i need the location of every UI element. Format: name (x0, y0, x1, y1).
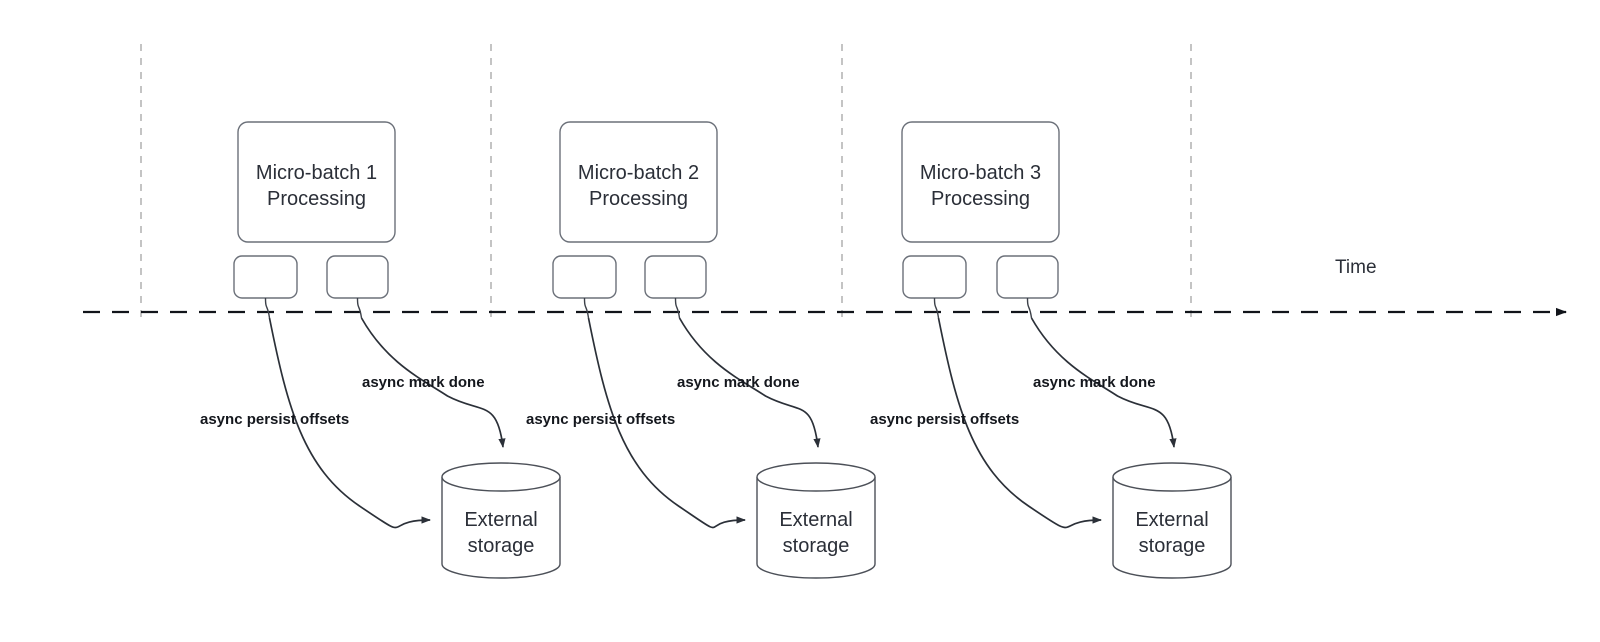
micro-batch-title: Micro-batch 1 (256, 162, 377, 184)
external-storage-cylinder-top (1112, 462, 1232, 492)
task-stem-task-mark (356, 297, 363, 319)
external-storage-cylinder-body[interactable] (756, 477, 876, 579)
task-stem-task-persist (933, 297, 940, 319)
time-axis: Time (83, 257, 1567, 317)
batch-boundaries (140, 44, 1192, 322)
external-storage-label-line2: storage (783, 535, 850, 557)
micro-batch-subtitle: Processing (589, 188, 688, 210)
task-box-task-mark[interactable] (644, 255, 707, 299)
edge-async-mark-done (1030, 317, 1177, 448)
external-storage-label-line2: storage (468, 535, 535, 557)
external-storage-cylinder-top (756, 462, 876, 492)
task-stem-task-mark (1026, 297, 1033, 319)
external-storage-label-line1: External (464, 509, 537, 531)
edge-async-persist-offsets (268, 317, 431, 529)
micro-batch-processing-box[interactable] (559, 121, 718, 243)
external-storage-label-line1: External (779, 509, 852, 531)
micro-batch-title: Micro-batch 3 (920, 162, 1041, 184)
edge-label-async-mark-done: async mark done (677, 374, 800, 391)
edge-async-mark-done (360, 317, 506, 448)
micro-batch-subtitle: Processing (267, 188, 366, 210)
external-storage-cylinder-body[interactable] (1112, 477, 1232, 579)
task-box-task-mark[interactable] (326, 255, 389, 299)
external-storage-label-line2: storage (1139, 535, 1206, 557)
task-box-task-persist[interactable] (902, 255, 967, 299)
micro-batch-title: Micro-batch 2 (578, 162, 699, 184)
task-stem-task-persist (264, 297, 271, 319)
micro-batch-processing-box[interactable] (237, 121, 396, 243)
micro-batch-processing-box[interactable] (901, 121, 1060, 243)
edge-async-mark-done (678, 317, 821, 448)
task-box-task-persist[interactable] (233, 255, 298, 299)
edge-async-persist-offsets (587, 317, 746, 529)
edge-label-async-persist-offsets: async persist offsets (200, 411, 349, 428)
edge-label-async-persist-offsets: async persist offsets (526, 411, 675, 428)
external-storage-cylinder-body[interactable] (441, 477, 561, 579)
external-storage-cylinder-top (441, 462, 561, 492)
task-stem-task-persist (583, 297, 590, 319)
edge-async-persist-offsets (937, 317, 1102, 529)
external-storage-label-line1: External (1135, 509, 1208, 531)
edge-label-async-mark-done: async mark done (1033, 374, 1156, 391)
edge-label-async-mark-done: async mark done (362, 374, 485, 391)
edge-label-async-persist-offsets: async persist offsets (870, 411, 1019, 428)
task-box-task-persist[interactable] (552, 255, 617, 299)
task-stem-task-mark (674, 297, 681, 319)
time-axis-label: Time (1335, 257, 1377, 278)
micro-batch-subtitle: Processing (931, 188, 1030, 210)
task-box-task-mark[interactable] (996, 255, 1059, 299)
